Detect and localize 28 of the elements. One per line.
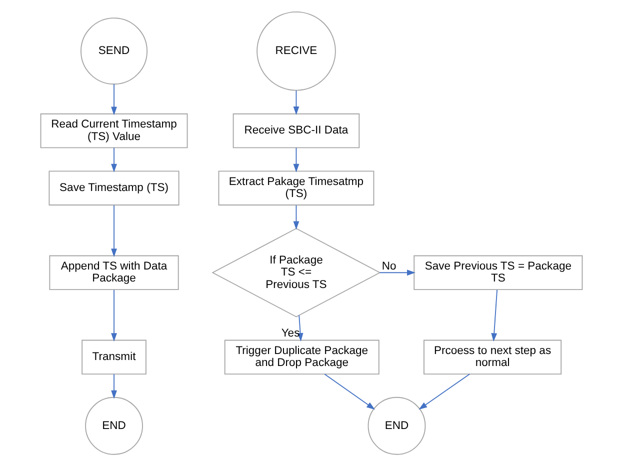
node-circle: END — [367, 396, 426, 455]
arrow — [110, 84, 116, 116]
arrow — [292, 204, 299, 230]
arrow — [110, 204, 116, 258]
node-box: Extract Pakage Timesatmp (TS) — [218, 170, 374, 206]
arrow — [490, 289, 498, 342]
node-circle: SEND — [80, 18, 148, 85]
edge-label: No — [381, 260, 396, 272]
node-diamond: If Package TS <= Previous TS — [211, 228, 380, 318]
node-box: Receive SBC-II Data — [232, 113, 360, 148]
edge-label: Yes — [280, 327, 300, 340]
arrow — [110, 374, 116, 399]
arrow — [110, 289, 116, 342]
node-box: Save Previous TS = Package TS — [413, 255, 582, 290]
node-box: Trigger Duplicate Package and Drop Package — [224, 340, 379, 375]
arrow — [418, 374, 470, 410]
arrow — [110, 147, 116, 172]
node-box: Append TS with Data Package — [48, 255, 178, 290]
node-box: Read Current Timestamp (TS) Value — [40, 113, 188, 148]
node-circle: END — [84, 396, 142, 455]
node-box: Prcoess to next step as normal — [423, 340, 562, 375]
arrow — [292, 147, 299, 172]
node-box: Transmit — [81, 340, 146, 375]
arrow — [292, 90, 299, 115]
arrow — [378, 270, 415, 276]
arrow — [324, 374, 375, 410]
node-circle: RECIVE — [256, 11, 336, 91]
node-box: Save Timestamp (TS) — [48, 170, 179, 206]
